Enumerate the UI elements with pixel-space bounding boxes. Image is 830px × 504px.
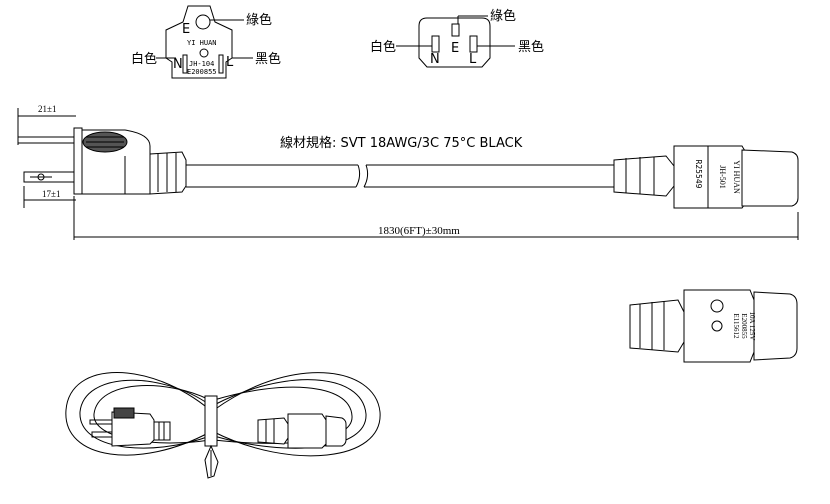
- plug-pin-e: E: [182, 22, 190, 37]
- plug-neutral-pin: [182, 54, 188, 74]
- socket-pin-e: E: [451, 41, 459, 56]
- plug-model: JH-104: [189, 60, 214, 68]
- socket-ground-color: 綠色: [490, 8, 516, 24]
- connector-strain-relief: [613, 155, 675, 197]
- socket-pin-n: N: [430, 52, 440, 67]
- side-connector-line2: E200855: [740, 313, 748, 339]
- socket-pin-l: L: [469, 52, 477, 67]
- socket-line-color: 黑色: [518, 39, 544, 55]
- coiled-cord-illustration: [65, 372, 381, 479]
- plug-line-pin: [218, 54, 224, 74]
- side-connector-line3: 10A 125V: [748, 312, 756, 341]
- connector-socket-end: [741, 149, 799, 207]
- ground-pin-hole: [195, 14, 211, 30]
- socket-ground-slot: [451, 23, 460, 37]
- plug-brand: YI HUAN: [187, 39, 217, 47]
- socket-neutral-color: 白色: [370, 39, 396, 55]
- plug-neutral-color: 白色: [131, 51, 157, 67]
- plug-pin-l: L: [226, 55, 234, 70]
- side-cert-mark-icon: [710, 299, 724, 313]
- socket-line-slot: [469, 35, 478, 53]
- socket-neutral-slot: [431, 35, 440, 53]
- connector-cert: R25549: [694, 160, 703, 189]
- plug-strain-relief: [149, 151, 187, 195]
- dim-total-length: 1830(6FT)±30mm: [378, 225, 460, 237]
- connector-side-view: E115612 E200855 10A 125V: [629, 289, 798, 363]
- cert-mark-icon: [199, 48, 209, 58]
- connector-brand: YI HUAN: [732, 160, 741, 194]
- plug-line-color: 黑色: [255, 51, 281, 67]
- plug-ground-color: 綠色: [246, 12, 272, 28]
- dim-pin-length: 21±1: [38, 104, 56, 114]
- plug-pin-n: N: [173, 57, 183, 72]
- cable-tie: [204, 395, 218, 447]
- plug-cert: E200855: [187, 68, 217, 76]
- cable-spec: 線材規格: SVT 18AWG/3C 75°C BLACK: [280, 135, 523, 151]
- side-connector-line1: E115612: [732, 313, 740, 339]
- side-ul-mark-icon: [711, 320, 723, 332]
- plug-prong-top: [17, 136, 77, 144]
- plug-face-plate: [73, 127, 83, 195]
- plug-face-view: E YI HUAN JH-104 E200855 N L 綠色 白色 黑色: [131, 5, 281, 79]
- cord-side-view: 21±1 17±1 線材規格: SVT 18AWG/3C 75°C BLACK: [17, 104, 799, 240]
- connector-model: JH-501: [718, 165, 727, 189]
- socket-face-view: E N L 綠色 白色 黑色: [370, 8, 544, 68]
- dim-pin-offset: 17±1: [42, 189, 60, 199]
